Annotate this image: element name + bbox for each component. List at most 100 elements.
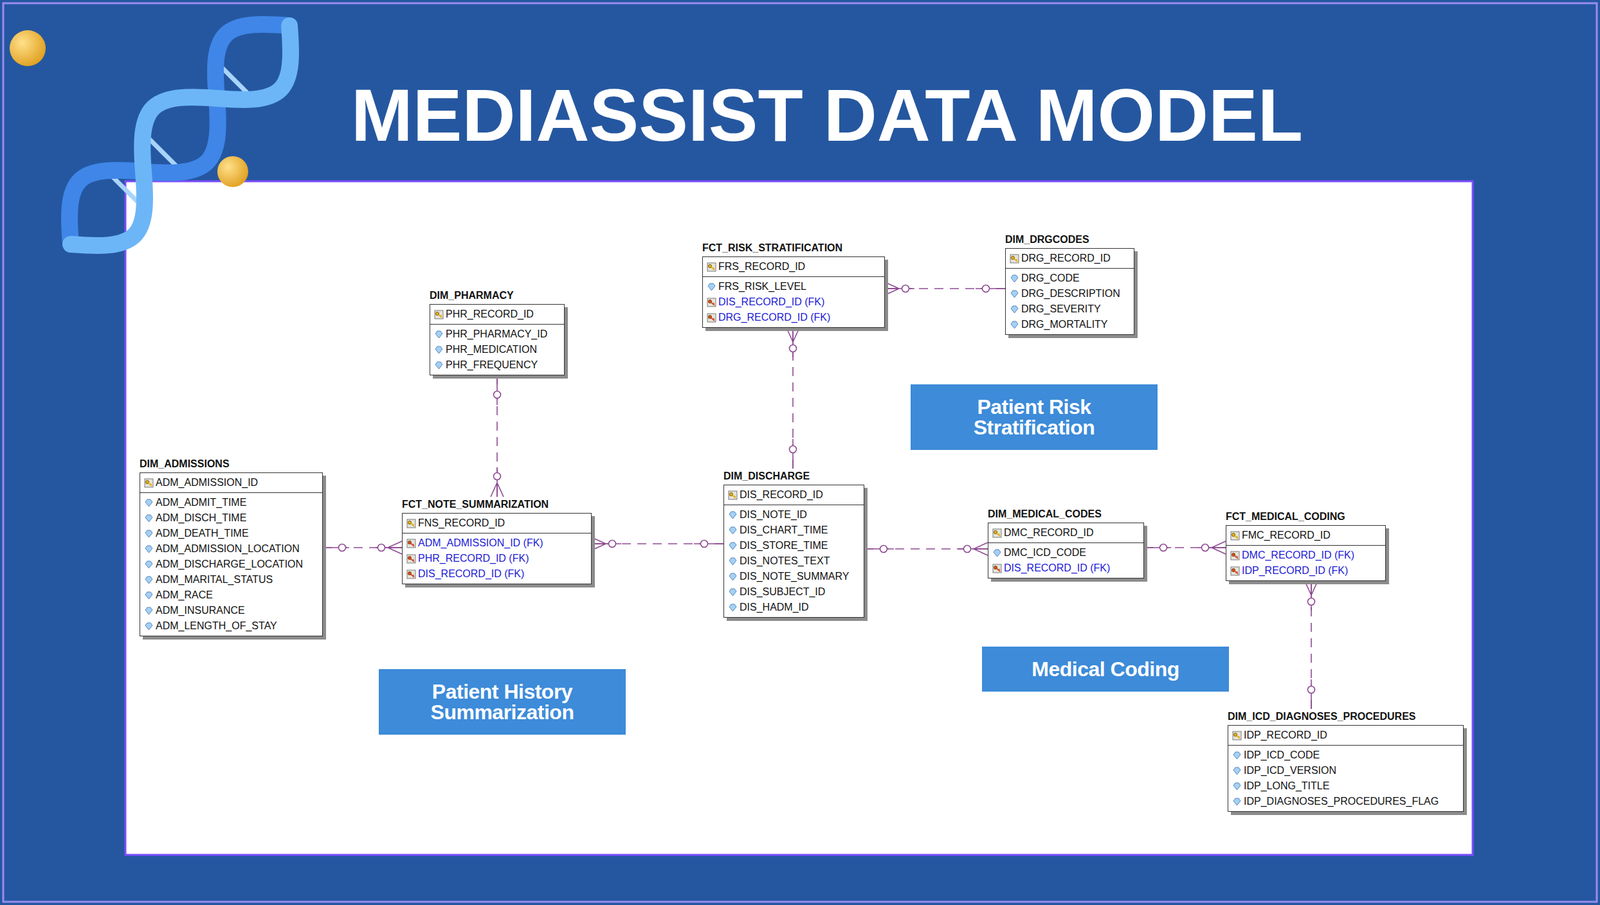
field-row: ADM_MARITAL_STATUS: [144, 572, 316, 588]
at-icon: [144, 498, 154, 509]
relationship: [1304, 581, 1318, 710]
attribute-gem: [145, 607, 153, 615]
field-row: DMC_RECORD_ID: [992, 525, 1137, 541]
orb: [217, 156, 249, 188]
key-bit: [148, 482, 152, 487]
attribute-gem: [435, 362, 443, 370]
pk-icon: [1009, 254, 1020, 264]
diagram-panel: [125, 181, 1473, 856]
icon-frame: [707, 313, 716, 323]
field-row: DRG_MORTALITY: [1009, 317, 1128, 333]
primary-key: ADM_ADMISSION_ID: [155, 475, 258, 491]
attribute: DRG_CODE: [1021, 270, 1080, 287]
icon-frame: [407, 554, 416, 564]
dna-strand: [69, 24, 290, 245]
crows-foot: [792, 327, 800, 343]
field-row: IDP_RECORD_ID (FK): [1230, 563, 1379, 579]
icon-frame: [407, 570, 416, 579]
field-row: ADM_DISCH_TIME: [144, 510, 316, 527]
line-end: [591, 543, 622, 545]
optional-circle: [1160, 544, 1168, 552]
crows-foot: [786, 327, 793, 343]
table-box: FMC_RECORD_IDDMC_RECORD_ID (FK)IDP_RECOR…: [1225, 525, 1386, 582]
key-bit: [1234, 571, 1238, 575]
primary-key: FMC_RECORD_ID: [1241, 527, 1331, 544]
table-name: FCT_MEDICAL_CODING: [1225, 510, 1386, 524]
key-bit: [410, 523, 415, 527]
field-row: DIS_NOTE_SUMMARY: [727, 569, 858, 585]
foreign-key: ADM_ADMISSION_ID (FK): [418, 535, 544, 552]
attribute: DIS_SUBJECT_ID: [739, 584, 826, 600]
key-compartment: DIS_RECORD_ID: [724, 485, 864, 506]
attribute: ADM_ADMISSION_LOCATION: [155, 541, 300, 557]
attribute-gem: [145, 576, 153, 584]
attribute: IDP_ICD_VERSION: [1243, 763, 1337, 779]
field-row: ADM_DISCHARGE_LOCATION: [144, 556, 316, 573]
icon-frame: [992, 564, 1002, 573]
table-name: DIM_ADMISSIONS: [139, 457, 323, 471]
field-row: ADM_ADMIT_TIME: [144, 495, 316, 511]
line-end: [975, 288, 1006, 290]
crows-foot: [497, 482, 504, 498]
attribute: FRS_RISK_LEVEL: [718, 279, 807, 295]
fk-icon: [992, 563, 1002, 574]
attribute-compartment: DRG_CODEDRG_DESCRIPTIONDRG_SEVERITYDRG_M…: [1005, 268, 1134, 335]
table-name: DIM_DRGCODES: [1005, 233, 1135, 247]
field-row: DRG_RECORD_ID (FK): [706, 309, 878, 326]
line-end: [1310, 581, 1312, 611]
attribute-gem: [145, 515, 153, 523]
optional-circle: [1201, 544, 1210, 552]
group-label: Medical Coding: [981, 646, 1229, 692]
relationship: [864, 542, 988, 556]
optional-circle: [338, 544, 346, 552]
key-bit: [732, 495, 736, 499]
attribute-gem: [1233, 798, 1241, 806]
entity-table: DIM_DRGCODESDRG_RECORD_IDDRG_CODEDRG_DES…: [1005, 233, 1135, 336]
key-bit: [996, 533, 1000, 537]
table-box: DIS_RECORD_IDDIS_NOTE_IDDIS_CHART_TIMEDI…: [723, 484, 865, 619]
fk-icon: [1230, 566, 1240, 577]
at-icon: [1009, 320, 1020, 330]
at-icon: [144, 560, 154, 570]
attribute-gem: [729, 589, 737, 597]
fk-icon: [706, 297, 717, 308]
fk-icon: [406, 554, 417, 564]
attribute: DIS_STORE_TIME: [739, 538, 829, 554]
entity-table: FCT_NOTE_SUMMARIZATIONFNS_RECORD_IDADM_A…: [401, 498, 592, 585]
at-icon: [727, 526, 738, 536]
relationship: [884, 282, 1006, 296]
field-row: DIS_RECORD_ID (FK): [992, 560, 1137, 577]
table-box: PHR_RECORD_IDPHR_PHARMACY_IDPHR_MEDICATI…: [429, 304, 565, 376]
line-end: [693, 543, 724, 545]
icon-frame: [434, 310, 444, 319]
attribute-compartment: DMC_RECORD_ID (FK)IDP_RECORD_ID (FK): [1226, 545, 1386, 581]
field-row: DIS_SUBJECT_ID: [727, 584, 858, 600]
attribute-gem: [1010, 321, 1019, 329]
table-name: DIM_ICD_DIAGNOSES_PROCEDURES: [1227, 710, 1464, 724]
crows-foot: [1310, 581, 1312, 596]
at-icon: [144, 606, 154, 617]
attribute: PHR_FREQUENCY: [445, 357, 538, 373]
page-frame: [3, 3, 1597, 903]
at-icon: [727, 572, 738, 582]
field-row: DIS_CHART_TIME: [727, 522, 858, 539]
table-name: DIM_DISCHARGE: [723, 470, 865, 483]
field-row: ADM_LENGTH_OF_STAY: [144, 618, 316, 635]
attribute: ADM_DISCHARGE_LOCATION: [155, 556, 303, 573]
at-icon: [434, 360, 444, 371]
icon-frame: [1230, 567, 1240, 576]
at-icon: [144, 575, 154, 586]
at-icon: [1232, 766, 1242, 777]
field-row: PHR_RECORD_ID: [434, 306, 558, 323]
key-bit: [711, 302, 715, 306]
attribute: ADM_DISCH_TIME: [155, 510, 247, 527]
field-row: PHR_MEDICATION: [434, 342, 558, 358]
at-icon: [727, 603, 738, 613]
key-compartment: ADM_ADMISSION_ID: [140, 473, 323, 494]
attribute: DIS_CHART_TIME: [739, 522, 829, 539]
attribute-compartment: FRS_RISK_LEVELDIS_RECORD_ID (FK)DRG_RECO…: [702, 277, 885, 328]
foreign-key: IDP_RECORD_ID (FK): [1241, 563, 1348, 579]
attribute: DIS_NOTE_ID: [739, 507, 808, 523]
attribute: ADM_LENGTH_OF_STAY: [155, 618, 278, 635]
entity-table: FCT_MEDICAL_CODINGFMC_RECORD_IDDMC_RECOR…: [1225, 510, 1386, 582]
